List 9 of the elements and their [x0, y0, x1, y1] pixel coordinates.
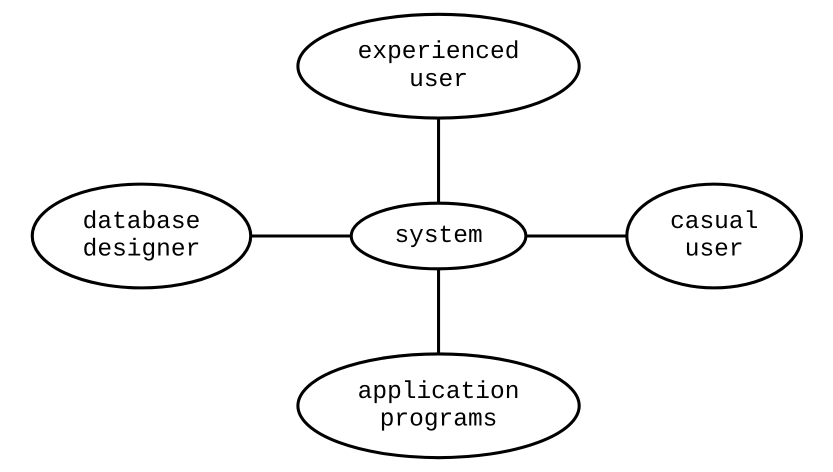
node-ellipse: experienced user — [296, 12, 580, 120]
connector — [526, 234, 626, 238]
connector — [250, 234, 350, 238]
node-ellipse: database designer — [30, 182, 252, 290]
connector — [436, 268, 440, 354]
connector — [436, 118, 440, 204]
node-ellipse: casual user — [624, 182, 803, 290]
node-ellipse: application programs — [296, 352, 580, 460]
node-ellipse: system — [349, 202, 527, 270]
